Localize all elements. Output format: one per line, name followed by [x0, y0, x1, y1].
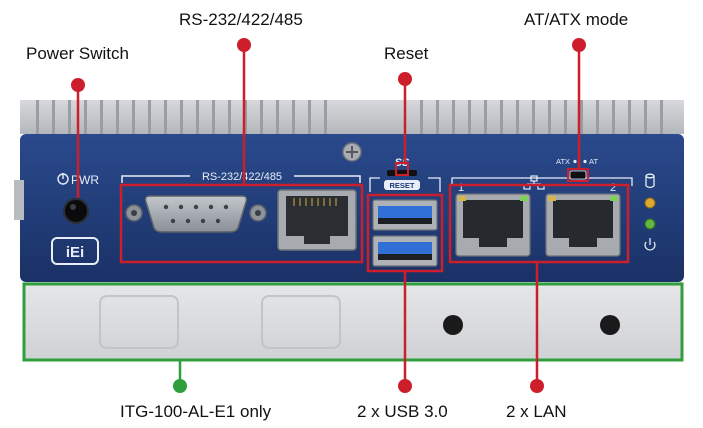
usb-section: SS RESET: [369, 157, 441, 267]
at-label: AT: [589, 157, 598, 166]
base-knockout-2: [261, 295, 341, 349]
dot-rs232: [237, 38, 251, 52]
dot-itg: [173, 379, 187, 393]
base-hole-1: [443, 315, 463, 335]
base-knockout-1: [99, 295, 179, 349]
callout-reset: Reset: [384, 44, 429, 63]
at-atx-switch[interactable]: [569, 170, 587, 180]
hdd-led: [644, 197, 656, 209]
storage-icon: [645, 173, 655, 189]
reset-panel-label: RESET: [389, 181, 414, 190]
db9-serial-port[interactable]: [125, 195, 267, 233]
brand-logo-text: iEi: [66, 244, 84, 261]
callout-at-atx-mode: AT/ATX mode: [524, 10, 629, 29]
callout-usb: 2 x USB 3.0: [357, 402, 448, 421]
panel-screw: [342, 142, 362, 162]
usb-port-1[interactable]: [372, 199, 438, 231]
power-button[interactable]: [63, 198, 89, 224]
dot-power-switch: [71, 78, 85, 92]
lan-port-2-label: 2: [610, 182, 616, 194]
iei-logo: iEi: [51, 237, 99, 265]
power-led: [644, 218, 656, 230]
lan-port-2[interactable]: [545, 193, 621, 257]
callout-itg-only: ITG-100-AL-E1 only: [120, 402, 272, 421]
heatsink-fins: [20, 100, 684, 134]
lan-port-1[interactable]: [455, 193, 531, 257]
base-hole-2: [600, 315, 620, 335]
highlight-lan: [448, 183, 630, 264]
serial-rj45-port[interactable]: [277, 189, 357, 251]
reset-button[interactable]: [387, 170, 417, 176]
power-led-icon: [644, 238, 656, 251]
callout-power-switch: Power Switch: [26, 44, 129, 63]
highlight-reset: [395, 162, 409, 176]
serial-panel-label: RS-232/422/485: [202, 171, 282, 183]
atx-label: ATX: [556, 157, 570, 166]
callout-lan: 2 x LAN: [506, 402, 567, 421]
highlight-rs232: [119, 183, 364, 264]
pwr-label: PWR: [71, 173, 99, 187]
lan-port-1-label: 1: [458, 182, 464, 194]
highlight-itg-base: [22, 282, 684, 362]
callout-rs232: RS-232/422/485: [179, 10, 303, 29]
dot-at-atx: [572, 38, 586, 52]
status-leds: [644, 173, 656, 251]
usb-port-2[interactable]: [372, 235, 438, 267]
dot-lan: [530, 379, 544, 393]
dot-usb: [398, 379, 412, 393]
dot-reset: [398, 72, 412, 86]
lan-section: 1 2 ATX AT: [451, 157, 633, 257]
